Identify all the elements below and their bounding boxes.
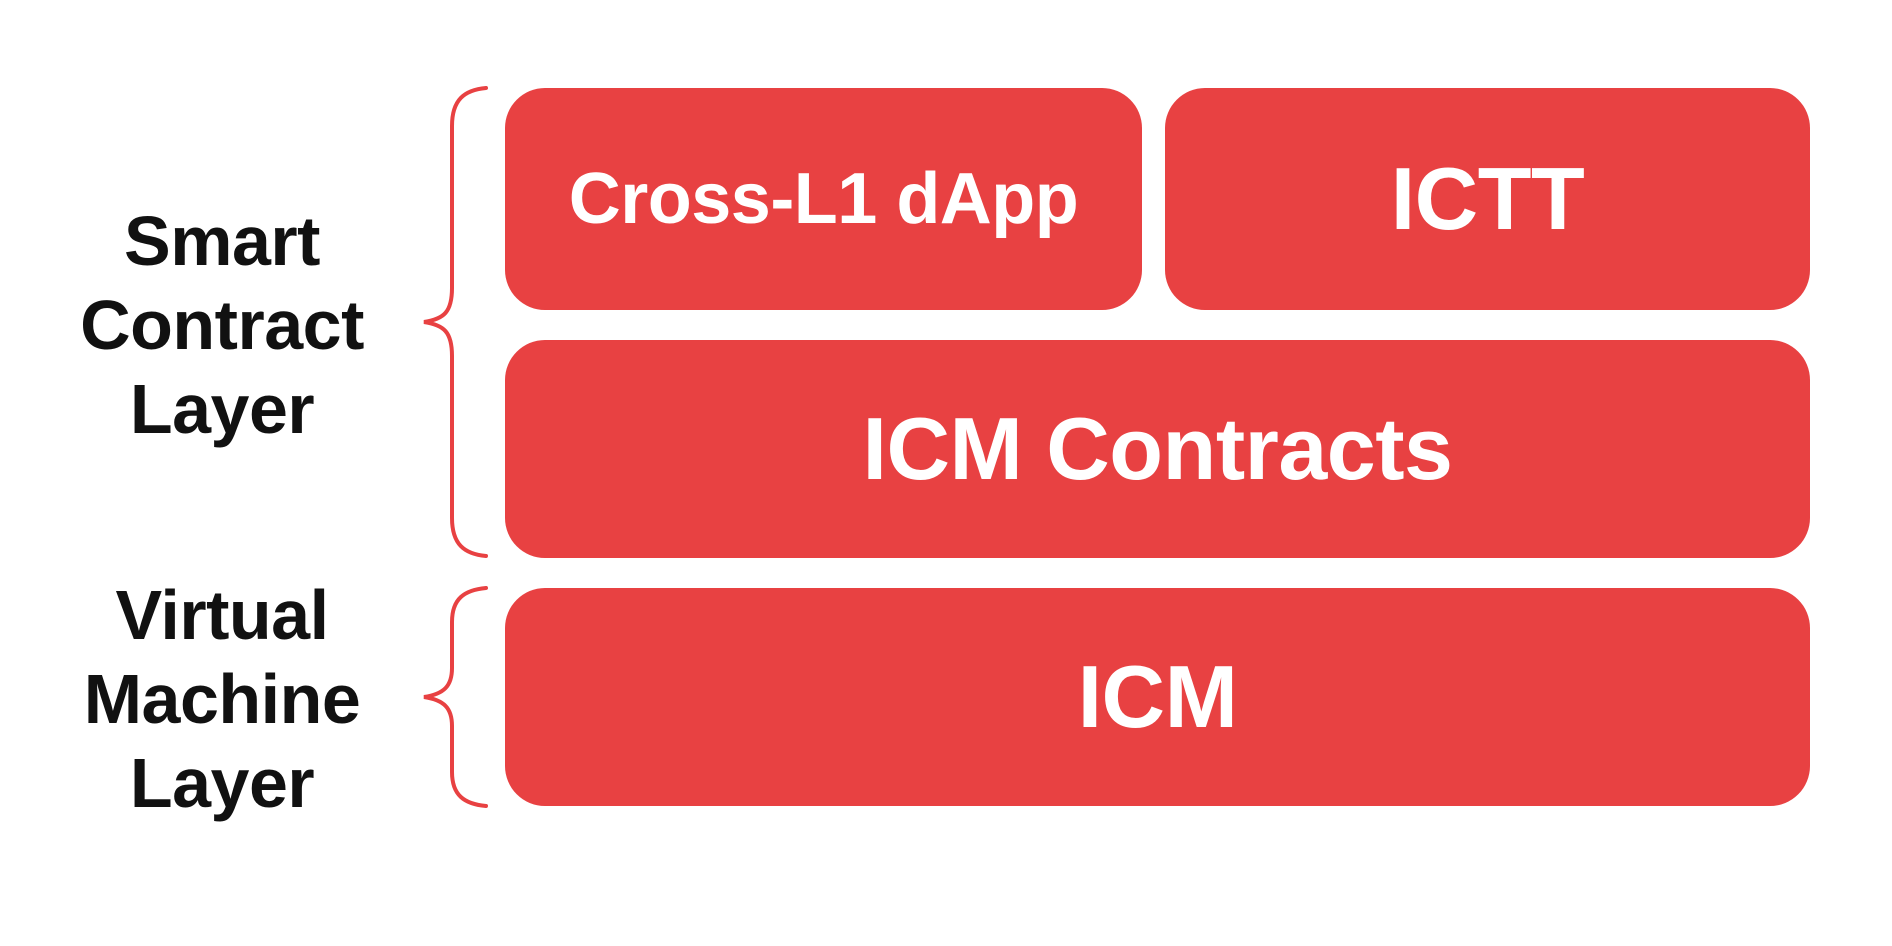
smart-contract-layer-label: Smart Contract Layer xyxy=(80,202,364,448)
brace-path xyxy=(423,586,488,808)
cross-l1-dapp-box: Cross-L1 dApp xyxy=(505,88,1142,310)
virtual-machine-layer-label: Virtual Machine Layer xyxy=(83,576,361,822)
virtual-machine-layer-brace-icon xyxy=(423,586,488,808)
ictt-label: ICTT xyxy=(1390,149,1585,248)
brace-path xyxy=(423,86,488,558)
icm-contracts-box: ICM Contracts xyxy=(505,340,1810,558)
cross-l1-dapp-label: Cross-L1 dApp xyxy=(568,159,1079,239)
icm-contracts-label: ICM Contracts xyxy=(862,399,1454,498)
ictt-box: ICTT xyxy=(1165,88,1810,310)
icm-box: ICM xyxy=(505,588,1810,806)
smart-contract-layer-brace-icon xyxy=(423,86,488,558)
icm-label: ICM xyxy=(1077,647,1238,746)
